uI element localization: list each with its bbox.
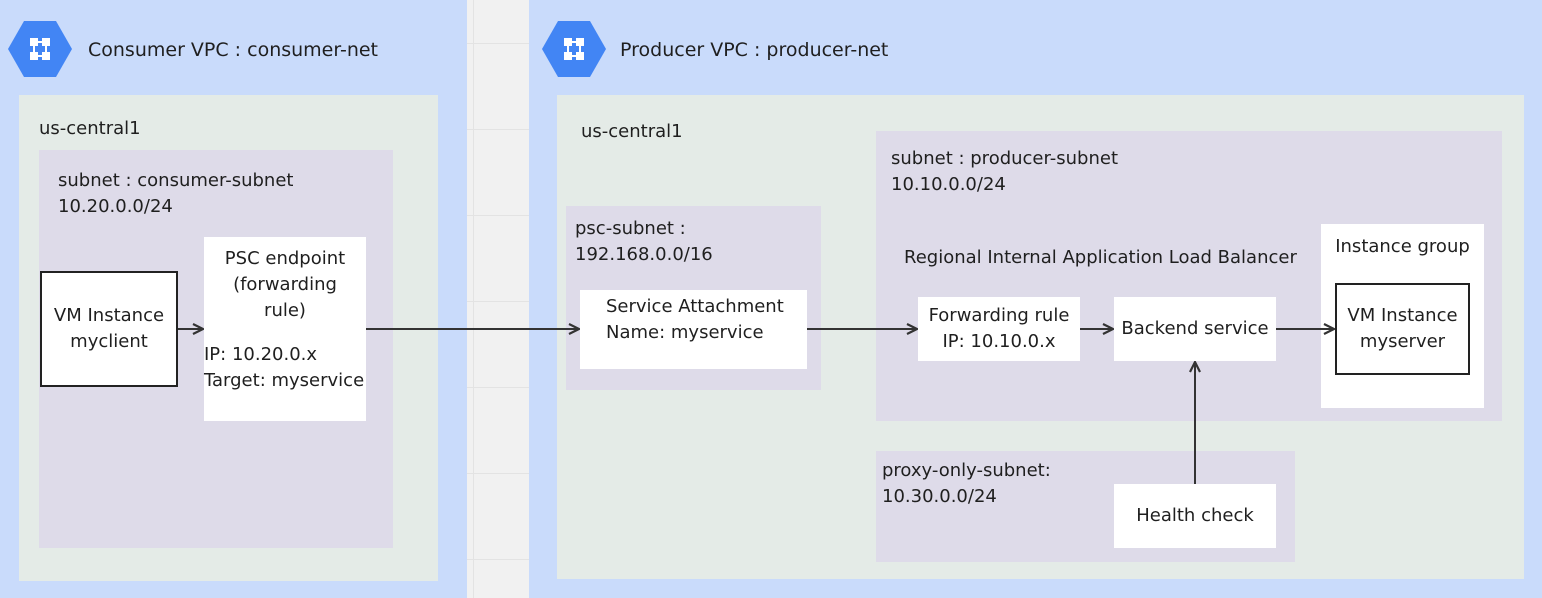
vm-instance-myclient[interactable]: VM Instance myclient (40, 271, 178, 387)
consumer-vpc-title: Consumer VPC : consumer-net (88, 39, 379, 61)
service-attachment[interactable]: Service Attachment Name: myservice (580, 290, 807, 369)
psc-endpoint-title: PSC endpoint (forwarding rule) (224, 248, 346, 321)
vm-instance-myclient-label: VM Instance myclient (53, 305, 165, 352)
backend-service-label: Backend service (1121, 318, 1269, 339)
vpc-hexagon-icon (8, 21, 72, 77)
forwarding-rule[interactable]: Forwarding rule IP: 10.10.0.x (918, 297, 1080, 361)
consumer-region-label: us-central1 (39, 118, 141, 139)
consumer-subnet-label: subnet : consumer-subnet 10.20.0.0/24 (58, 170, 294, 217)
proxy-only-subnet-label: proxy-only-subnet: 10.30.0.0/24 (882, 460, 1051, 507)
forwarding-rule-label: Forwarding rule IP: 10.10.0.x (928, 305, 1070, 352)
producer-vpc-title: Producer VPC : producer-net (620, 39, 889, 61)
psc-endpoint[interactable]: PSC endpoint (forwarding rule) IP: 10.20… (204, 237, 366, 421)
vm-instance-myserver[interactable]: VM Instance myserver (1335, 283, 1470, 375)
health-check[interactable]: Health check (1114, 484, 1276, 548)
vm-instance-myserver-label: VM Instance myserver (1347, 305, 1458, 352)
psc-endpoint-details: IP: 10.20.0.x Target: myservice (204, 344, 365, 391)
load-balancer-label: Regional Internal Application Load Balan… (904, 247, 1297, 268)
psc-subnet-label: psc-subnet : 192.168.0.0/16 (575, 218, 713, 265)
producer-subnet-label: subnet : producer-subnet 10.10.0.0/24 (891, 148, 1119, 195)
backend-service[interactable]: Backend service (1114, 297, 1276, 361)
health-check-label: Health check (1136, 505, 1254, 526)
vpc-hexagon-icon (542, 21, 606, 77)
producer-region-label: us-central1 (581, 121, 683, 142)
service-attachment-label: Service Attachment Name: myservice (606, 296, 784, 343)
instance-group-title: Instance group (1335, 236, 1470, 257)
